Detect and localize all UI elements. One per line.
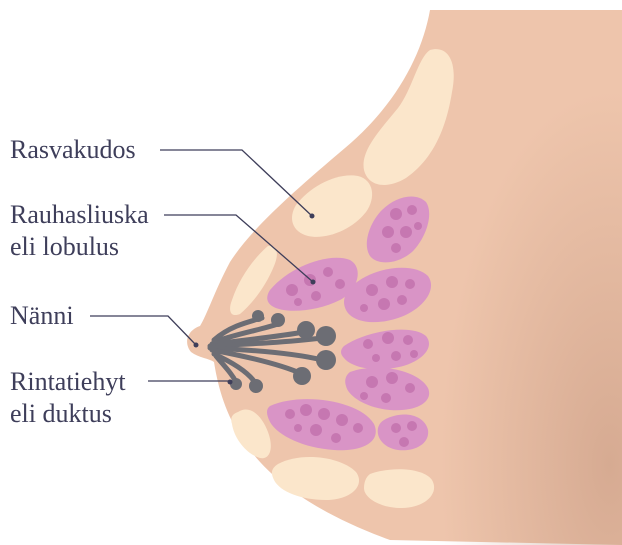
label-nipple: Nänni: [10, 301, 74, 330]
label-lobule-line1: Rauhasliuska: [10, 200, 149, 229]
label-duct-line2: eli duktus: [10, 399, 112, 428]
leader-line-nipple: [90, 316, 196, 345]
label-fat-tissue: Rasvakudos: [10, 135, 136, 164]
label-lobule-line2: eli lobulus: [10, 232, 119, 261]
label-duct-line1: Rintatiehyt: [10, 367, 126, 396]
